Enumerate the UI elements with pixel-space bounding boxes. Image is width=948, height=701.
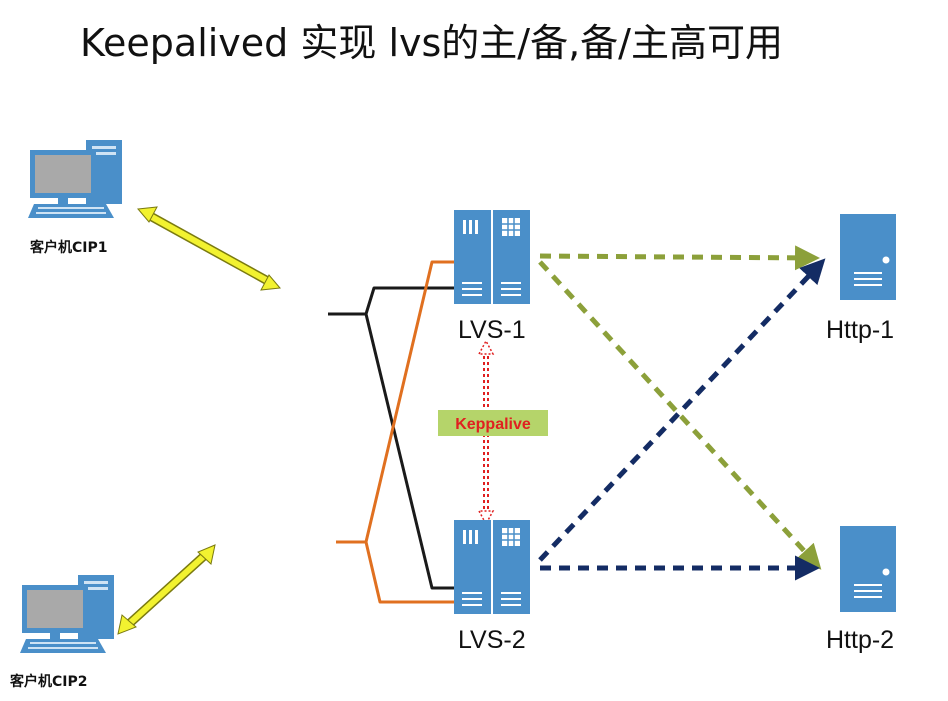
diagram-title: Keepalived 实现 lvs的主/备,备/主高可用 [80, 21, 783, 65]
orange-link-line [336, 260, 456, 604]
lvs1-label: LVS-1 [458, 316, 526, 344]
http1-server-icon [840, 214, 896, 300]
http2-server-icon [840, 526, 896, 612]
client2-label: 客户机CIP2 [9, 673, 88, 690]
black-link-line [328, 286, 454, 590]
heartbeat-label: Keppalive [455, 416, 531, 433]
client2-link-arrow [117, 544, 216, 635]
lvs2-label: LVS-2 [458, 626, 526, 654]
http1-label: Http-1 [826, 316, 894, 344]
client1-computer-icon [28, 140, 122, 218]
http2-label: Http-2 [826, 626, 894, 654]
lvs2-server-icon [454, 520, 530, 614]
client1-label: 客户机CIP1 [29, 239, 108, 256]
lvs1-server-icon [454, 210, 530, 304]
client2-computer-icon [20, 575, 114, 653]
heartbeat-label-box [438, 410, 548, 436]
lvs1-to-http2-arrow [538, 260, 822, 570]
lvs1-to-http1-arrow [539, 245, 820, 271]
client1-link-arrow [137, 206, 281, 291]
